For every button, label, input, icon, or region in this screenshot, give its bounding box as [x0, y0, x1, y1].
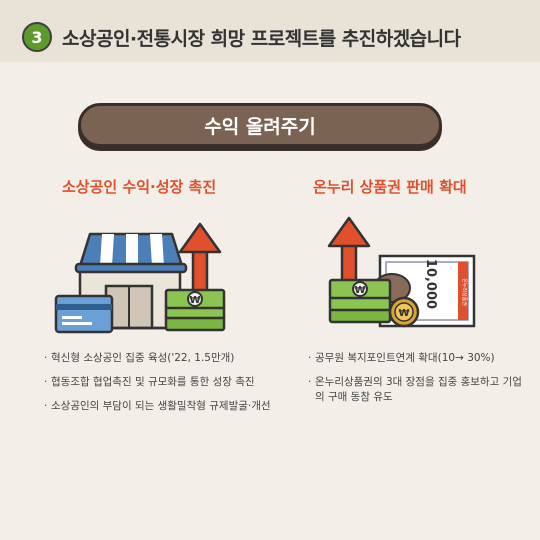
left-section-title: 소상공인 수익·성장 촉진 [62, 178, 217, 196]
banner-label: 수익 올려주기 [204, 115, 316, 138]
credit-card-icon [54, 294, 114, 334]
voucher-illustration: 10,000 온누리상품권 ₩ ₩ [327, 216, 476, 328]
cash-stack-icon: ₩ [328, 278, 392, 324]
list-item: 혁신형 소상공인 집중 육성('22, 1.5만개) [44, 351, 284, 366]
header-bar [0, 0, 540, 62]
currency-symbol-left: ₩ [189, 295, 200, 306]
coin-icon: ₩ [388, 296, 420, 328]
left-bullet-list: 혁신형 소상공인 집중 육성('22, 1.5만개) 협동조합 협업촉진 및 규… [44, 351, 284, 424]
cash-stack-icon: ₩ [164, 288, 226, 332]
list-item: 공무원 복지포인트연계 확대(10→ 30%) [308, 351, 523, 366]
banner-pill: 수익 올려주기 [78, 103, 442, 147]
currency-symbol-right: ₩ [354, 285, 365, 296]
right-section-title: 온누리 상품권 판매 확대 [313, 178, 467, 196]
store-illustration: ₩ [54, 222, 226, 334]
page-title: 소상공인·전통시장 희망 프로젝트를 추진하겠습니다 [62, 28, 461, 50]
voucher-amount: 10,000 [423, 259, 438, 309]
list-item: 소상공인의 부담이 되는 생활밀착형 규제발굴·개선 [44, 399, 284, 414]
right-bullet-list: 공무원 복지포인트연계 확대(10→ 30%) 온누리상품권의 3대 장점을 집… [308, 351, 523, 415]
voucher-label: 온누리상품권 [461, 278, 468, 306]
list-item: 온누리상품권의 3대 장점을 집중 홍보하고 기업의 구매 동참 유도 [308, 375, 523, 405]
coin-currency-symbol: ₩ [398, 308, 409, 319]
section-number-badge: 3 [22, 22, 52, 52]
gift-voucher-icon: 10,000 온누리상품권 [373, 254, 476, 328]
list-item: 협동조합 협업촉진 및 규모화를 통한 성장 촉진 [44, 375, 284, 390]
